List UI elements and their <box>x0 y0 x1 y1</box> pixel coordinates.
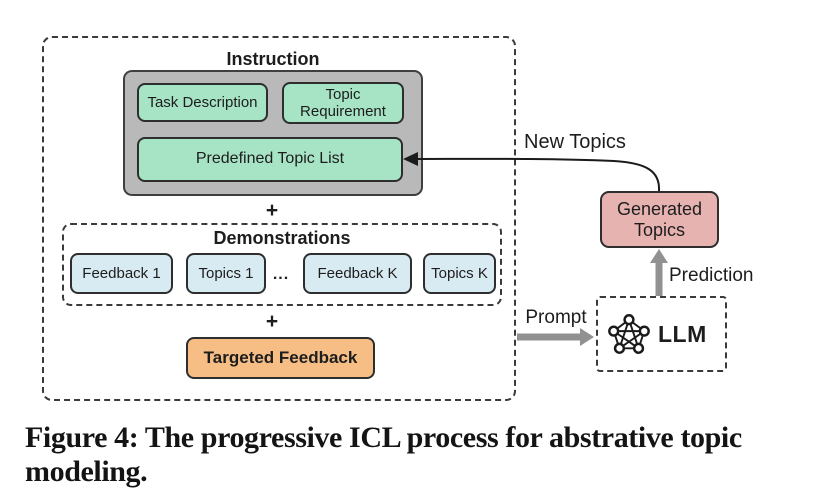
demonstrations-container <box>62 223 502 306</box>
prediction-arrow <box>650 249 668 296</box>
generated-topics-box: Generated Topics <box>600 191 719 248</box>
plus-sign-2: + <box>265 310 279 333</box>
prompt-label: Prompt <box>525 307 587 328</box>
llm-label: LLM <box>658 320 707 347</box>
task-description-box: Task Description <box>137 83 268 122</box>
plus-sign-1: + <box>265 199 279 222</box>
feedback-1-box: Feedback 1 <box>70 253 173 294</box>
instruction-title: Instruction <box>226 49 320 69</box>
prediction-label: Prediction <box>669 265 754 286</box>
llm-container <box>596 296 727 372</box>
predefined-topic-list-box: Predefined Topic List <box>137 137 403 182</box>
ellipsis: ... <box>272 266 290 283</box>
topics-k-box: Topics K <box>423 253 496 294</box>
prompt-assembly-container <box>42 36 516 401</box>
demonstrations-title: Demonstrations <box>213 228 351 248</box>
new-topics-label: New Topics <box>524 131 626 153</box>
figure-caption: Figure 4: The progressive ICL process fo… <box>25 421 742 488</box>
topics-1-box: Topics 1 <box>186 253 266 294</box>
network-graph-icon <box>608 314 650 354</box>
prompt-arrow <box>517 328 594 346</box>
feedback-k-box: Feedback K <box>303 253 412 294</box>
topic-requirement-box: Topic Requirement <box>282 82 404 124</box>
targeted-feedback-box: Targeted Feedback <box>186 337 375 379</box>
